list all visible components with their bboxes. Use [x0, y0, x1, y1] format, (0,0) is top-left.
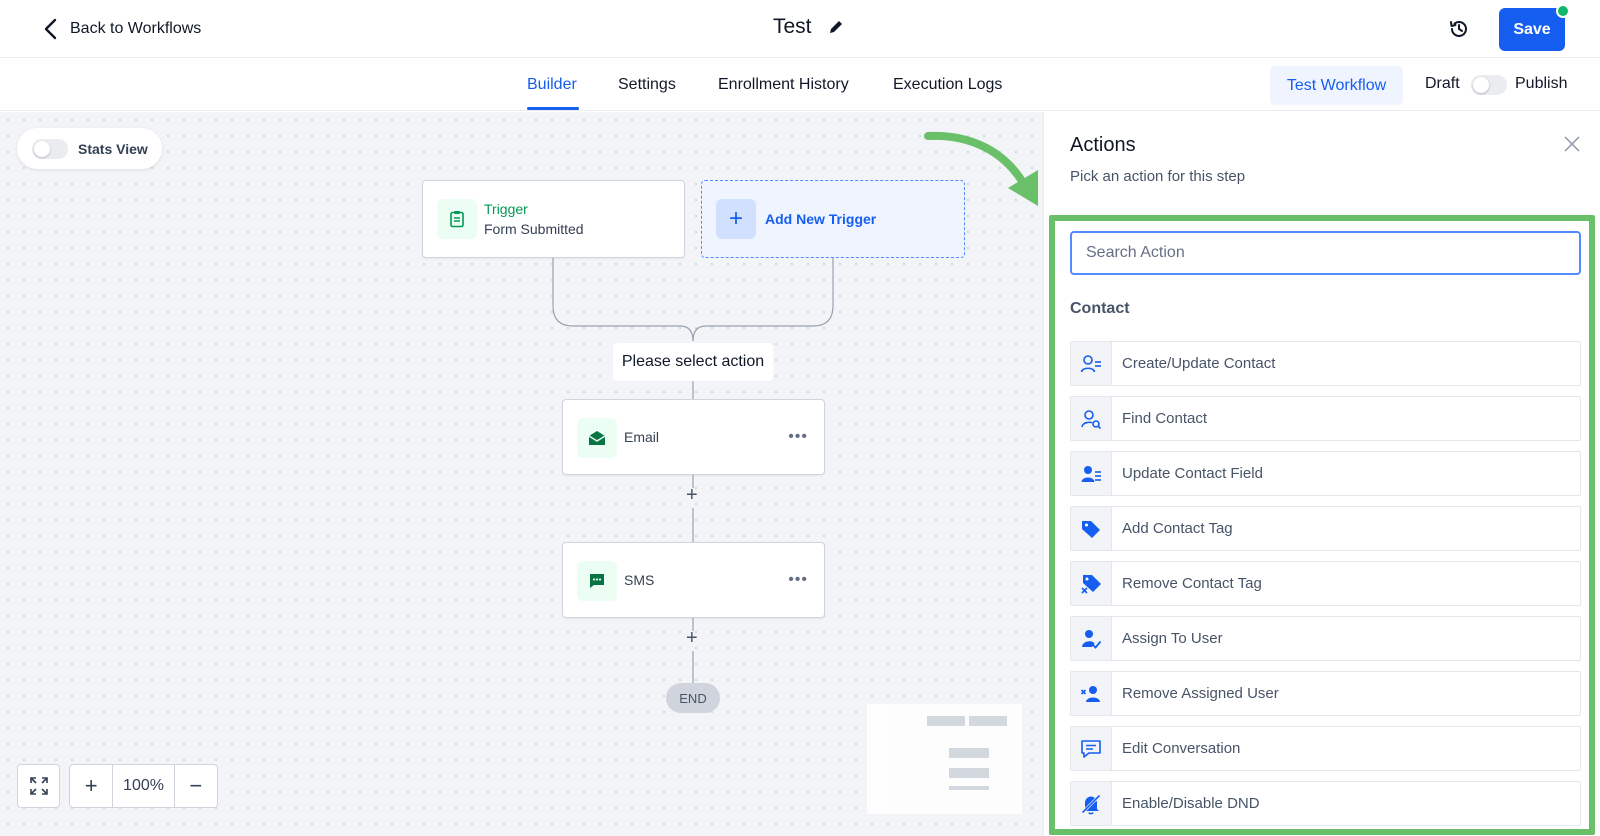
sms-node-icon — [577, 561, 617, 601]
highlight-box — [1049, 215, 1595, 835]
status-dot — [1556, 4, 1570, 18]
action-label: Create/Update Contact — [1122, 355, 1276, 372]
user-list-icon — [1080, 354, 1101, 372]
fit-view-button[interactable] — [17, 764, 60, 808]
tabs-bar: Builder Settings Enrollment History Exec… — [0, 58, 1600, 111]
pencil-icon[interactable] — [828, 19, 844, 35]
test-workflow-button[interactable]: Test Workflow — [1270, 66, 1403, 105]
annotation-arrow-icon — [924, 131, 1038, 206]
action-edit-conversation[interactable]: Edit Conversation — [1070, 726, 1581, 771]
workflow-title: Test — [773, 15, 844, 39]
minimap-node — [949, 748, 989, 758]
sms-action-node[interactable]: SMS ••• — [562, 542, 825, 618]
more-options-icon[interactable]: ••• — [788, 571, 808, 588]
trigger-node-icon — [437, 199, 477, 239]
search-action-input[interactable] — [1070, 231, 1581, 275]
section-label-contact: Contact — [1070, 300, 1130, 317]
stats-view-toggle[interactable] — [32, 138, 68, 159]
tab-execution-logs[interactable]: Execution Logs — [893, 76, 1003, 93]
actions-panel: Actions Pick an action for this step Con… — [1043, 112, 1600, 836]
action-label: Find Contact — [1122, 410, 1208, 427]
tag-remove-icon — [1081, 574, 1101, 594]
minimap-node — [969, 716, 1007, 726]
action-label: Remove Assigned User — [1122, 685, 1279, 702]
draft-label: Draft — [1425, 75, 1460, 92]
user-search-icon — [1081, 409, 1102, 429]
connector-lines — [552, 258, 834, 683]
chevron-left-icon — [44, 18, 57, 40]
sms-node-label: SMS — [624, 572, 655, 588]
stats-view-label: Stats View — [78, 140, 148, 157]
add-new-trigger-button[interactable]: + Add New Trigger — [701, 180, 965, 258]
action-list: Create/Update Contact Find Contact Updat… — [1070, 341, 1581, 836]
action-label: Update Contact Field — [1122, 465, 1263, 482]
panel-subtitle: Pick an action for this step — [1070, 168, 1246, 185]
user-fields-icon — [1081, 465, 1101, 482]
action-label: Enable/Disable DND — [1122, 795, 1260, 812]
action-add-contact-tag[interactable]: Add Contact Tag — [1070, 506, 1581, 551]
zoom-controls: + 100% − — [69, 764, 218, 808]
publish-label: Publish — [1515, 75, 1568, 92]
action-label: Edit Conversation — [1122, 740, 1241, 757]
trigger-node[interactable]: Trigger Form Submitted — [422, 180, 685, 258]
zoom-in-button[interactable]: + — [84, 773, 98, 798]
tab-enrollment-history[interactable]: Enrollment History — [718, 76, 849, 93]
minimap-node — [949, 768, 989, 778]
action-assign-to-user[interactable]: Assign To User — [1070, 616, 1581, 661]
user-check-icon — [1082, 629, 1102, 649]
action-label: Assign To User — [1122, 630, 1223, 647]
email-icon — [588, 431, 606, 445]
action-enable-disable-dnd[interactable]: Enable/Disable DND — [1070, 781, 1581, 826]
back-to-workflows-link[interactable]: Back to Workflows — [42, 18, 201, 40]
action-label: Add Contact Tag — [1122, 520, 1233, 537]
save-button[interactable]: Save — [1499, 8, 1565, 51]
select-action-label: Please select action — [613, 343, 773, 381]
tag-icon — [1082, 520, 1100, 538]
email-action-node[interactable]: Email ••• — [562, 399, 825, 475]
publish-toggle[interactable] — [1471, 75, 1507, 95]
add-trigger-label: Add New Trigger — [765, 211, 877, 227]
action-label: Remove Contact Tag — [1122, 575, 1262, 592]
action-create-update-contact[interactable]: Create/Update Contact — [1070, 341, 1581, 386]
trigger-subtitle: Form Submitted — [484, 221, 584, 237]
add-step-plus[interactable]: + — [686, 484, 698, 506]
expand-icon — [29, 777, 48, 795]
more-options-icon[interactable]: ••• — [788, 428, 808, 445]
trigger-title: Trigger — [484, 201, 528, 217]
close-icon[interactable] — [1562, 134, 1582, 154]
action-remove-contact-tag[interactable]: Remove Contact Tag — [1070, 561, 1581, 606]
action-remove-assigned-user[interactable]: Remove Assigned User — [1070, 671, 1581, 716]
email-node-icon — [577, 418, 617, 458]
user-remove-icon — [1080, 685, 1100, 702]
minimap-node — [927, 716, 965, 726]
sms-icon — [590, 574, 604, 588]
tab-builder[interactable]: Builder — [527, 76, 577, 93]
minimap[interactable] — [867, 704, 1022, 814]
zoom-out-button[interactable]: − — [189, 773, 203, 798]
plus-icon: + — [716, 199, 756, 239]
end-marker: END — [666, 683, 720, 713]
active-tab-indicator — [527, 107, 579, 110]
top-header: Back to Workflows Test Save — [0, 0, 1600, 58]
zoom-level: 100% — [112, 765, 175, 807]
message-icon — [1081, 739, 1101, 758]
bell-off-icon — [1081, 793, 1101, 814]
action-find-contact[interactable]: Find Contact — [1070, 396, 1581, 441]
action-update-contact-field[interactable]: Update Contact Field — [1070, 451, 1581, 496]
email-node-label: Email — [624, 429, 660, 445]
workflow-title-text: Test — [773, 15, 812, 38]
stats-view-control: Stats View — [17, 128, 162, 169]
panel-title: Actions — [1070, 134, 1136, 156]
clipboard-icon — [450, 211, 464, 228]
add-step-plus[interactable]: + — [686, 627, 698, 649]
tab-settings[interactable]: Settings — [618, 76, 676, 93]
history-icon[interactable] — [1448, 18, 1470, 40]
workflow-canvas[interactable]: Stats View Trigger Form Submitted + Add … — [0, 112, 1043, 836]
back-label: Back to Workflows — [70, 20, 202, 37]
minimap-node — [949, 786, 989, 790]
